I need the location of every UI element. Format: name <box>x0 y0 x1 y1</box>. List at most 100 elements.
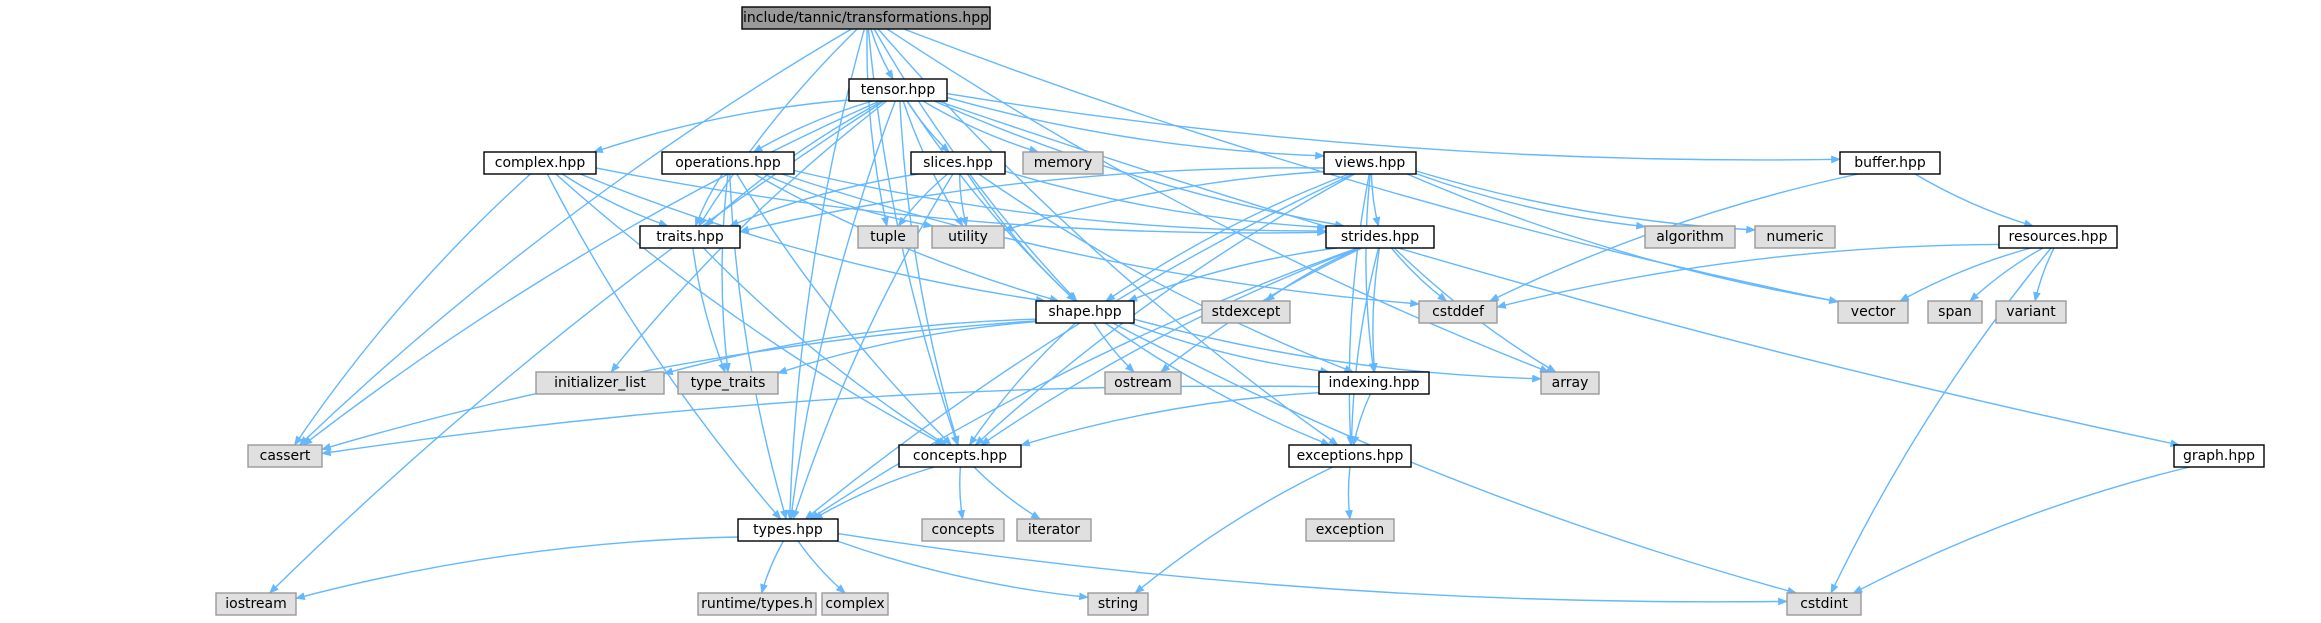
edge-tensor-to-views <box>946 96 1325 160</box>
edge-shape-to-ostream <box>1093 322 1135 373</box>
node-label-iostream: iostream <box>225 596 287 612</box>
edge-views-to-strides <box>1370 173 1381 227</box>
node-string: string <box>1087 592 1149 616</box>
edge-resources-to-span <box>1969 247 2044 302</box>
edge-complex-to-strides <box>595 167 1327 237</box>
node-box-operations <box>661 151 795 175</box>
edge-views-to-indexing <box>1365 173 1377 373</box>
node-exception: exception <box>1305 518 1395 542</box>
nodes-layer: include/tannic/transformations.hpp tensor… <box>215 6 2265 616</box>
node-label-string: string <box>1098 596 1138 612</box>
node-utility: utility <box>931 225 1005 249</box>
edge-tensor-to-buffer <box>946 92 1841 164</box>
edge-tensor-to-graph <box>937 100 2181 448</box>
node-label-types: types.hpp <box>753 522 823 538</box>
edge-shape-to-initializer_list <box>663 318 1037 376</box>
node-label-span: span <box>1938 304 1972 320</box>
edge-complex-to-cassert <box>294 173 531 446</box>
node-box-slices <box>910 151 1006 175</box>
node-box-cassert <box>247 444 323 468</box>
edge-views-to-utility <box>1003 170 1325 232</box>
edge-operations-to-strides <box>793 169 1327 235</box>
edge-slices-to-indexing <box>978 173 1355 373</box>
edge-operations-to-utility <box>763 173 934 229</box>
edge-operations-to-cstddef <box>781 173 1420 308</box>
edge-types-to-complex_sys <box>797 540 846 594</box>
node-iterator: iterator <box>1016 518 1092 542</box>
node-box-root <box>741 6 991 30</box>
node-label-stdexcept: stdexcept <box>1212 304 1281 320</box>
node-box-shape <box>1035 300 1135 324</box>
node-label-resources: resources.hpp <box>2009 229 2108 245</box>
edge-resources-to-variant <box>2033 247 2055 302</box>
edge-resources-to-cstddef <box>1496 243 2000 309</box>
edge-operations-to-concepts_hpp <box>736 173 952 446</box>
node-label-shape: shape.hpp <box>1048 304 1121 320</box>
edge-types-to-runtime_types <box>760 540 785 594</box>
node-shape[interactable]: shape.hpp <box>1035 300 1135 324</box>
edge-slices-to-traits <box>728 173 919 227</box>
node-buffer[interactable]: buffer.hpp <box>1839 151 1941 175</box>
node-cstddef: cstddef <box>1418 300 1498 324</box>
node-label-variant: variant <box>2006 304 2056 320</box>
node-box-traits <box>639 225 741 249</box>
node-label-slices: slices.hpp <box>923 155 993 171</box>
edge-strides-to-shape <box>1127 247 1337 302</box>
edge-tensor-to-operations <box>752 100 873 153</box>
node-box-numeric <box>1754 225 1836 249</box>
node-slices[interactable]: slices.hpp <box>910 151 1006 175</box>
node-label-exception: exception <box>1316 522 1384 538</box>
node-box-buffer <box>1839 151 1941 175</box>
node-complex_sys: complex <box>821 592 889 616</box>
node-box-types <box>737 518 839 542</box>
edge-concepts_hpp-to-concepts <box>957 466 966 520</box>
node-label-initializer_list: initializer_list <box>554 375 646 391</box>
node-label-strides: strides.hpp <box>1341 229 1419 245</box>
node-operations[interactable]: operations.hpp <box>661 151 795 175</box>
edge-slices-to-strides <box>1004 170 1327 231</box>
node-root[interactable]: include/tannic/transformations.hpp <box>741 6 991 30</box>
edge-strides-to-indexing <box>1369 247 1381 373</box>
node-box-array <box>1540 371 1600 395</box>
node-indexing[interactable]: indexing.hpp <box>1318 371 1430 395</box>
edge-exceptions-to-exception <box>1345 466 1353 520</box>
edge-complex-to-types <box>546 173 782 520</box>
node-label-operations: operations.hpp <box>675 155 781 171</box>
edge-concepts_hpp-to-types <box>812 466 935 520</box>
edge-complex-to-concepts_hpp <box>555 173 946 446</box>
node-label-numeric: numeric <box>1766 229 1823 245</box>
node-traits[interactable]: traits.hpp <box>639 225 741 249</box>
edge-shape-to-type_traits <box>777 321 1037 375</box>
node-box-graph <box>2173 444 2265 468</box>
node-strides[interactable]: strides.hpp <box>1325 225 1435 249</box>
node-box-algorithm <box>1644 225 1736 249</box>
node-label-tuple: tuple <box>870 229 906 245</box>
node-concepts_hpp[interactable]: concepts.hpp <box>898 444 1022 468</box>
node-span: span <box>1927 300 1983 324</box>
node-exceptions[interactable]: exceptions.hpp <box>1288 444 1412 468</box>
node-runtime_types: runtime/types.h <box>697 592 817 616</box>
edge-views-to-traits <box>739 167 1325 234</box>
node-types[interactable]: types.hpp <box>737 518 839 542</box>
edge-strides-to-cstddef <box>1390 247 1448 302</box>
node-label-memory: memory <box>1034 155 1093 171</box>
node-label-cstdint: cstdint <box>1800 596 1848 612</box>
node-tensor[interactable]: tensor.hpp <box>848 78 948 102</box>
node-complex[interactable]: complex.hpp <box>483 151 597 175</box>
edges-layer <box>269 28 2190 606</box>
node-views[interactable]: views.hpp <box>1323 151 1417 175</box>
node-box-variant <box>1995 300 2067 324</box>
node-resources[interactable]: resources.hpp <box>1998 225 2118 249</box>
edge-root-to-tuple <box>866 28 889 227</box>
edge-complex-to-shape <box>579 173 1046 304</box>
edge-resources-to-cstdint <box>1830 247 2052 594</box>
node-box-tensor <box>848 78 948 102</box>
node-label-iterator: iterator <box>1028 522 1080 538</box>
node-label-vector: vector <box>1851 304 1896 320</box>
node-ostream: ostream <box>1104 371 1182 395</box>
node-concepts: concepts <box>921 518 1005 542</box>
node-box-string <box>1087 592 1149 616</box>
node-graph[interactable]: graph.hpp <box>2173 444 2265 468</box>
